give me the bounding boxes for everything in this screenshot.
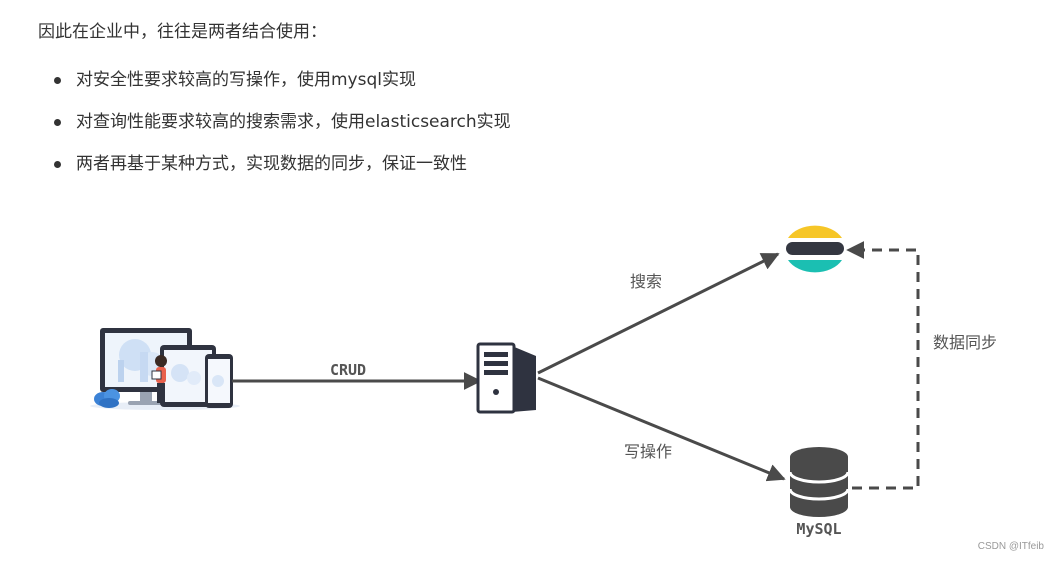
mysql-label: MySQL	[796, 520, 841, 538]
bullet-dot-icon	[54, 77, 61, 84]
database-icon	[788, 447, 850, 517]
bullet-item: 对安全性要求较高的写操作，使用mysql实现	[38, 68, 511, 110]
sync-label: 数据同步	[933, 333, 997, 352]
write-label: 写操作	[624, 442, 672, 461]
watermark: CSDN @ITfeib	[977, 541, 1044, 552]
intro-text: 因此在企业中，往往是两者结合使用：	[38, 22, 327, 42]
sync-arrow	[846, 241, 920, 490]
bullet-text: 两者再基于某种方式，实现数据的同步，保证一致性	[76, 154, 467, 174]
search-label: 搜索	[630, 272, 662, 291]
elasticsearch-logo-icon	[786, 225, 844, 273]
bullet-dot-icon	[54, 119, 61, 126]
bullet-list: 对安全性要求较高的写操作，使用mysql实现 对查询性能要求较高的搜索需求，使用…	[38, 68, 511, 194]
write-arrow	[537, 376, 786, 482]
bullet-item: 两者再基于某种方式，实现数据的同步，保证一致性	[38, 152, 511, 194]
bullet-text: 对查询性能要求较高的搜索需求，使用elasticsearch实现	[76, 112, 511, 132]
search-arrow	[537, 252, 780, 375]
bullet-dot-icon	[54, 161, 61, 168]
crud-label: CRUD	[330, 361, 366, 379]
bullet-text: 对安全性要求较高的写操作，使用mysql实现	[76, 70, 416, 90]
bullet-item: 对查询性能要求较高的搜索需求，使用elasticsearch实现	[38, 110, 511, 152]
devices-illustration-icon	[90, 328, 240, 410]
server-icon	[476, 342, 536, 414]
